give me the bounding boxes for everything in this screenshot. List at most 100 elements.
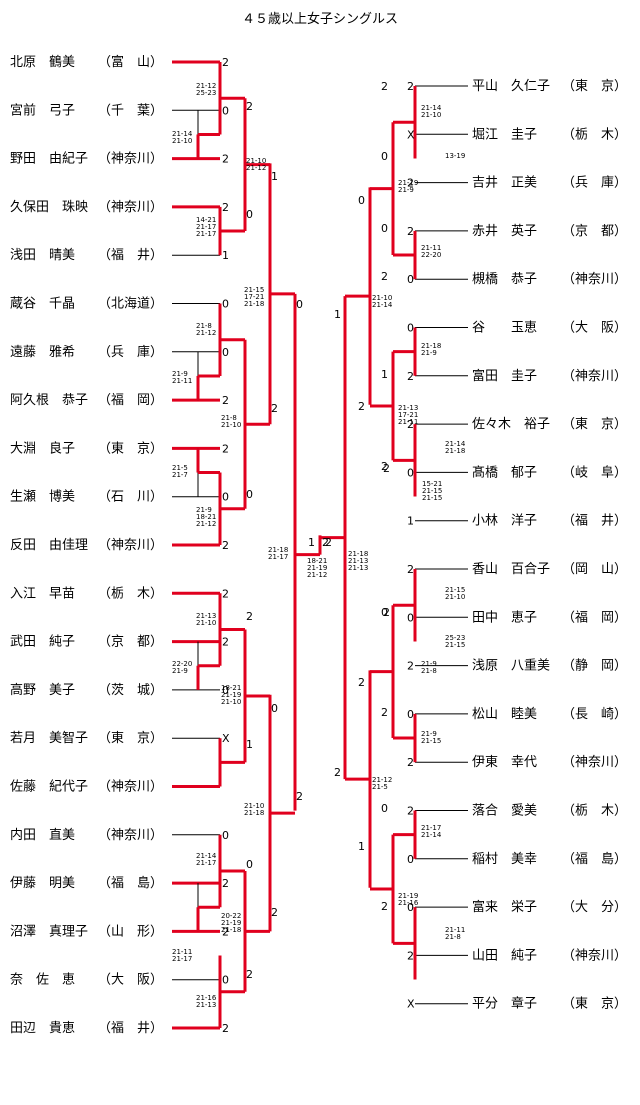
set-score: 21-8 [196, 322, 212, 330]
set-score: 21-13 [398, 404, 418, 412]
final-score: 2 [322, 536, 329, 549]
player-name: 谷 玉恵 [472, 321, 537, 336]
player-club: （福 井） [562, 514, 627, 529]
set-score: 21-10 [244, 802, 264, 810]
round-score: 2 [358, 676, 365, 689]
player-club: （静 岡） [562, 659, 627, 674]
set-score: 21-18 [221, 926, 241, 934]
player-name: 佐々木 裕子 [472, 417, 550, 432]
set-score: 21-12 [372, 776, 392, 784]
set-score: 21-7 [172, 471, 188, 479]
round-score: 2 [296, 790, 303, 803]
set-score: 21-14 [172, 130, 193, 138]
match-score: 2 [222, 442, 229, 455]
player-name: 平分 章子 [472, 996, 537, 1012]
player-name: 浅田 晴美 [10, 248, 75, 263]
player-name: 若月 美智子 [10, 730, 88, 746]
player-name: 久保田 珠映 [10, 200, 88, 215]
match-score: 2 [222, 394, 229, 407]
set-score: 21-17 [196, 859, 216, 867]
set-score: 21-12 [196, 520, 216, 528]
match-score: 2 [407, 660, 414, 673]
player-club: （福 井） [98, 1021, 163, 1036]
match-score: 2 [222, 56, 229, 69]
set-score: 21-11 [398, 418, 418, 426]
player-club: （東 京） [562, 78, 627, 94]
match-score: 0 [222, 346, 229, 359]
set-score: 21-9 [172, 370, 188, 378]
player-club: （東 京） [562, 416, 627, 432]
set-score: 21-8 [445, 933, 461, 941]
match-score: 2 [222, 153, 229, 166]
round-score: 0 [271, 702, 278, 715]
match-score: 0 [407, 901, 414, 914]
round-score: 0 [246, 858, 253, 871]
player-club: （福 岡） [98, 393, 163, 408]
set-score: 21-9 [421, 349, 437, 357]
set-score: 21-11 [445, 926, 465, 934]
player-name: 稲村 美幸 [472, 852, 537, 867]
set-score: 21-10 [172, 137, 192, 145]
set-score: 21-11 [421, 244, 441, 252]
set-score: 21-17 [421, 824, 441, 832]
round-score: 1 [381, 368, 388, 381]
player-club: （神奈川） [98, 780, 163, 795]
round-score: 2 [358, 400, 365, 413]
player-club: （兵 庫） [98, 345, 163, 360]
round-score: 2 [246, 968, 253, 981]
match-score: 2 [222, 925, 229, 938]
player-club: （神奈川） [562, 272, 627, 287]
round-score: 2 [381, 706, 388, 719]
set-score: 21-14 [421, 104, 442, 112]
match-score: 2 [222, 539, 229, 552]
player-name: 田辺 貴恵 [10, 1021, 75, 1036]
player-name: 吉井 正美 [472, 176, 537, 191]
final-set-score: 21-19 [307, 564, 327, 572]
set-score: 21-15 [422, 494, 442, 502]
set-score: 21-11 [172, 377, 192, 385]
set-score: 21-18 [421, 342, 441, 350]
set-score: 18-21 [196, 513, 216, 521]
set-score: 21-5 [372, 783, 388, 791]
player-name: 蔵谷 千晶 [10, 297, 75, 312]
round-score: 2 [271, 906, 278, 919]
set-score: 13-19 [445, 152, 465, 160]
player-club: （福 井） [98, 248, 163, 263]
set-score: 21-16 [196, 994, 217, 1002]
final-set-score: 18-21 [307, 557, 327, 565]
player-name: 赤井 英子 [472, 224, 537, 239]
set-score: 21-15 [445, 641, 465, 649]
set-score: 21-15 [421, 737, 441, 745]
round-score: 0 [381, 150, 388, 163]
set-score: 21-10 [445, 593, 465, 601]
player-club: （岡 山） [562, 562, 627, 577]
player-club: （東 京） [98, 730, 163, 746]
player-name: 堀江 圭子 [472, 127, 537, 142]
set-score: 21-17 [172, 955, 192, 963]
player-club: （東 京） [98, 440, 163, 456]
match-score: 2 [407, 418, 414, 431]
player-name: 松山 睦美 [472, 706, 537, 722]
player-name: 伊藤 明美 [10, 876, 75, 891]
round-score: 1 [334, 308, 341, 321]
match-score: 2 [407, 949, 414, 962]
set-score: 17-21 [398, 411, 418, 419]
player-name: 高野 美子 [10, 682, 75, 698]
set-score: 21-8 [221, 414, 237, 422]
player-club: （茨 城） [98, 683, 163, 698]
player-club: （栃 木） [562, 804, 627, 819]
semi-score: 1 [308, 536, 315, 549]
semi-score: 2 [325, 536, 332, 549]
set-score: 21-14 [421, 831, 442, 839]
match-score: 1 [407, 515, 414, 528]
round-score: 2 [383, 462, 390, 475]
round-score: 2 [246, 610, 253, 623]
player-name: 北原 鶴美 [10, 54, 75, 70]
player-name: 平山 久仁子 [472, 79, 550, 94]
round-score: 0 [246, 488, 253, 501]
player-name: 沼澤 真理子 [10, 924, 88, 939]
player-club: （栃 木） [98, 586, 163, 601]
match-score: 2 [407, 756, 414, 769]
player-name: 浅原 八重美 [472, 658, 550, 674]
match-score: 0 [222, 829, 229, 842]
